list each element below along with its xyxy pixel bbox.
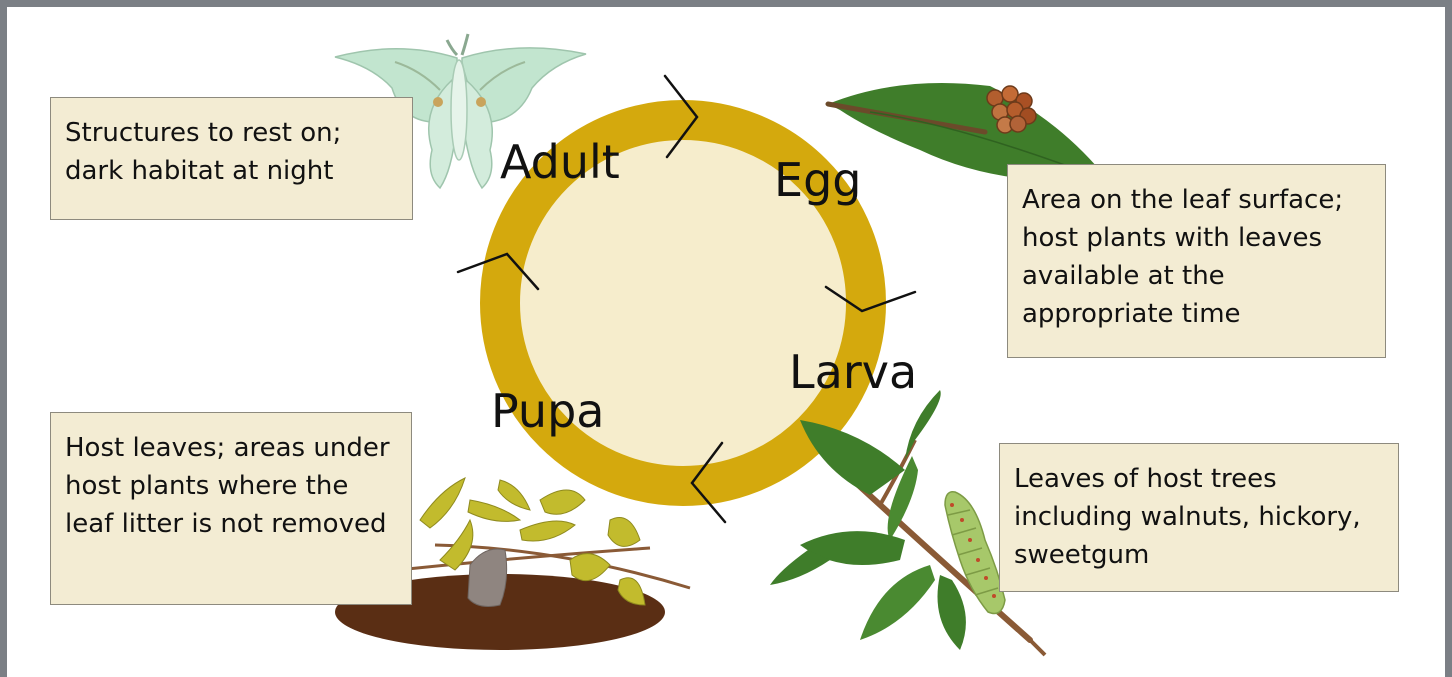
- habitat-box-pupa: Host leaves; areas under host plants whe…: [50, 412, 412, 605]
- habitat-box-egg: Area on the leaf surface; host plants wi…: [1007, 164, 1386, 358]
- habitat-box-adult: Structures to rest on; dark habitat at n…: [50, 97, 413, 220]
- habitat-box-larva: Leaves of host trees including walnuts, …: [999, 443, 1399, 592]
- stage-label-egg: Egg: [774, 153, 861, 207]
- stage-label-pupa: Pupa: [491, 384, 604, 438]
- stage-label-adult: Adult: [500, 135, 620, 189]
- stage-label-larva: Larva: [789, 345, 917, 399]
